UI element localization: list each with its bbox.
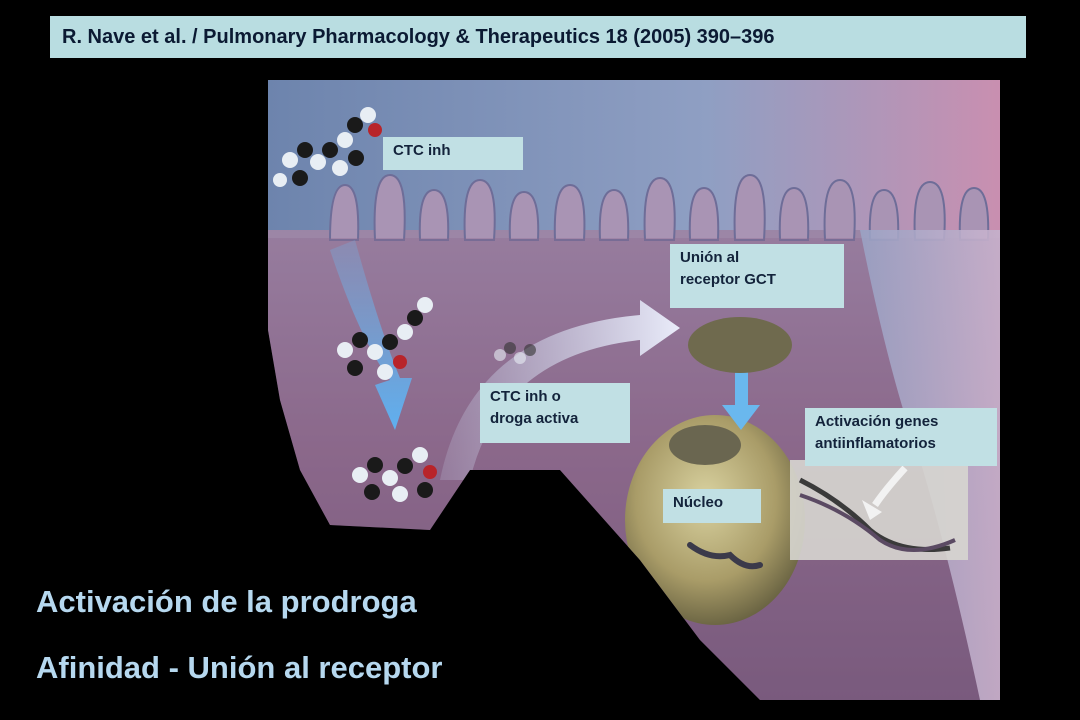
label-union-receptor: Unión al receptor GCT — [670, 244, 844, 308]
ctc-molecule-middle — [337, 297, 433, 380]
label-activacion-genes-line2: antiinflamatorios — [815, 434, 936, 452]
label-nucleo: Núcleo — [663, 489, 761, 523]
label-union-receptor-line2: receptor GCT — [680, 270, 776, 288]
title-line-2: Afinidad - Unión al receptor — [36, 650, 443, 685]
dna-panel — [790, 460, 968, 560]
label-ctc-activa: CTC inh o droga activa — [480, 383, 630, 443]
label-activacion-genes: Activación genes antiinflamatorios — [805, 408, 997, 466]
receptor-complex-nucleus — [669, 425, 741, 465]
label-union-receptor-line1: Unión al — [680, 249, 740, 266]
citation-banner: R. Nave et al. / Pulmonary Pharmacology … — [50, 16, 1026, 58]
title-line-1: Activación de la prodroga — [36, 584, 417, 619]
label-activacion-genes-line1: Activación genes — [815, 413, 939, 430]
receptor-complex — [688, 317, 792, 373]
ctc-molecule-bottom — [352, 447, 437, 502]
label-ctc-inh: CTC inh — [383, 137, 523, 170]
ctc-molecule-active — [494, 342, 536, 364]
microvilli — [328, 173, 990, 241]
label-nucleo-text: Núcleo — [673, 494, 724, 511]
uptake-arrow — [330, 240, 412, 430]
nuclear-arrow — [722, 370, 760, 430]
ctc-molecule-top — [273, 107, 382, 187]
label-ctc-activa-line1: CTC inh o — [490, 388, 561, 405]
label-ctc-inh-text: CTC inh — [393, 142, 451, 159]
label-ctc-activa-line2: droga activa — [490, 409, 579, 427]
